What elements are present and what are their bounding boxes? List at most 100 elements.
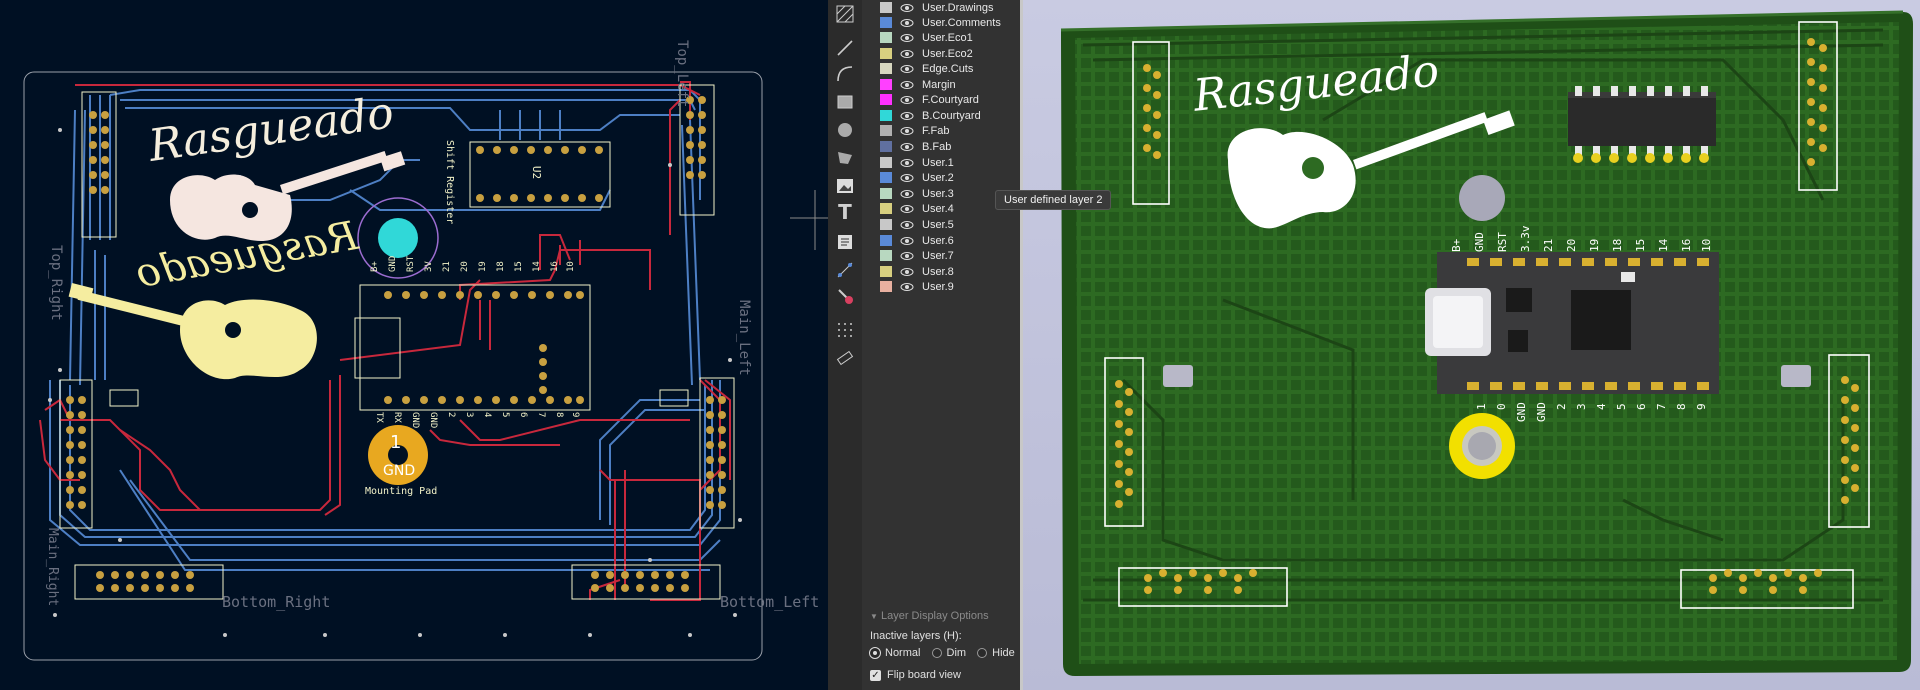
radio-icon [931,648,942,659]
hatch-tool-icon[interactable] [835,4,855,24]
layer-color-swatch[interactable] [880,17,892,28]
eye-icon[interactable] [900,49,914,59]
pin-label: 15 [514,261,524,272]
textbox-icon[interactable] [835,232,855,252]
eye-icon[interactable] [900,282,914,292]
eye-icon[interactable] [900,33,914,43]
layer-row[interactable]: User.6 [880,233,954,248]
layer-row[interactable]: B.Fab [880,139,951,154]
inactive-hide-radio[interactable]: Hide [977,647,1015,659]
rectangle-icon[interactable] [835,92,855,112]
layer-color-swatch[interactable] [880,172,892,183]
text-icon[interactable]: T [838,200,852,224]
layer-color-swatch[interactable] [880,235,892,246]
eye-icon[interactable] [900,3,914,13]
eye-icon[interactable] [900,267,914,277]
layer-row[interactable]: User.2 [880,170,954,185]
layer-display-options-header[interactable]: ▼ Layer Display Options [870,610,1022,622]
layer-color-swatch[interactable] [880,63,892,74]
layer-color-swatch[interactable] [880,125,892,136]
layer-row[interactable]: F.Courtyard [880,92,979,107]
mcu-top-pin-labels: B+ GND RST 3V 21 20 19 18 15 14 16 10 [370,256,590,284]
eye-icon[interactable] [900,18,914,28]
eye-icon[interactable] [900,189,914,199]
dimension-icon[interactable] [835,260,855,280]
delete-icon[interactable] [835,286,855,306]
eye-icon[interactable] [900,204,914,214]
layer-color-swatch[interactable] [880,203,892,214]
image-icon[interactable] [835,176,855,196]
layer-row[interactable]: User.5 [880,217,954,232]
layer-name: User.5 [922,218,954,231]
flip-board-view-checkbox[interactable]: ✓Flip board view [870,669,1022,681]
arc-icon[interactable] [835,64,855,84]
eye-icon[interactable] [900,173,914,183]
eye-icon[interactable] [900,80,914,90]
layer-row[interactable]: User.8 [880,264,954,279]
eye-icon[interactable] [900,236,914,246]
layer-row[interactable]: User.Comments [880,15,1001,30]
layer-color-swatch[interactable] [880,266,892,277]
pin-label: 3V [424,261,434,272]
layer-row[interactable]: User.1 [880,155,954,170]
eye-icon[interactable] [900,142,914,152]
layer-color-swatch[interactable] [880,2,892,13]
layer-row[interactable]: Edge.Cuts [880,61,973,76]
pcb-editor-canvas[interactable]: Rasgueado Rasgueado Top_Left Top_Right M… [0,0,828,690]
layer-row[interactable]: Margin [880,77,956,92]
pin-label: 9 [570,412,580,418]
eye-icon[interactable] [900,64,914,74]
polygon-icon[interactable] [835,148,855,168]
layer-row[interactable]: B.Courtyard [880,108,981,123]
layer-row[interactable]: User.4 [880,201,954,216]
measure-icon[interactable] [835,348,855,368]
pin-label: 4 [482,412,492,418]
pin-label: 10 [1700,238,1713,252]
layer-color-swatch[interactable] [880,110,892,121]
layer-row[interactable]: User.Eco1 [880,30,973,45]
pin-label: RST [406,255,416,272]
header-label-main-left: Main_Left [736,300,752,376]
line-icon[interactable] [835,38,855,58]
eye-icon[interactable] [900,220,914,230]
header-label-bottom-right: Bottom_Right [222,593,331,611]
inactive-normal-radio[interactable]: Normal [869,647,920,660]
grid-icon[interactable] [835,320,855,340]
layer-name: B.Fab [922,140,952,153]
layer-color-swatch[interactable] [880,32,892,43]
layer-color-swatch[interactable] [880,94,892,105]
layer-color-swatch[interactable] [880,157,892,168]
pin-label: 2 [1555,403,1568,410]
pin-label: 0 [1495,403,1508,410]
inactive-dim-radio[interactable]: Dim [931,647,966,659]
pin-label: 7 [536,412,546,418]
layer-name: User.9 [922,280,954,293]
display-options-title: Layer Display Options [880,610,989,622]
eye-icon[interactable] [900,251,914,261]
eye-icon[interactable] [900,126,914,136]
layer-row[interactable]: User.Drawings [880,0,994,15]
layer-row[interactable]: F.Fab [880,123,950,138]
layer-color-swatch[interactable] [880,281,892,292]
layer-color-swatch[interactable] [880,48,892,59]
layer-row[interactable]: User.7 [880,248,954,263]
layer-color-swatch[interactable] [880,188,892,199]
3d-viewer[interactable]: Rasgueado B+ GND RST 3.3v 21 20 19 18 15… [1023,0,1920,690]
mcu-bottom-labels-3d: 1 0 GND GND 2 3 4 5 6 7 8 9 [1475,396,1735,422]
layer-color-swatch[interactable] [880,79,892,90]
layer-name: User.1 [922,156,954,169]
layer-name: User.3 [922,187,954,200]
pin-label: 21 [442,261,452,272]
layer-color-swatch[interactable] [880,219,892,230]
circle-icon[interactable] [835,120,855,140]
layer-color-swatch[interactable] [880,250,892,261]
layer-color-swatch[interactable] [880,141,892,152]
layer-row[interactable]: User.9 [880,279,954,294]
eye-icon[interactable] [900,95,914,105]
layer-row[interactable]: User.3 [880,186,954,201]
eye-icon[interactable] [900,111,914,121]
layer-row[interactable]: User.Eco2 [880,46,973,61]
eye-icon[interactable] [900,158,914,168]
split-divider[interactable] [1020,0,1023,690]
pin-label: GND [388,255,398,272]
